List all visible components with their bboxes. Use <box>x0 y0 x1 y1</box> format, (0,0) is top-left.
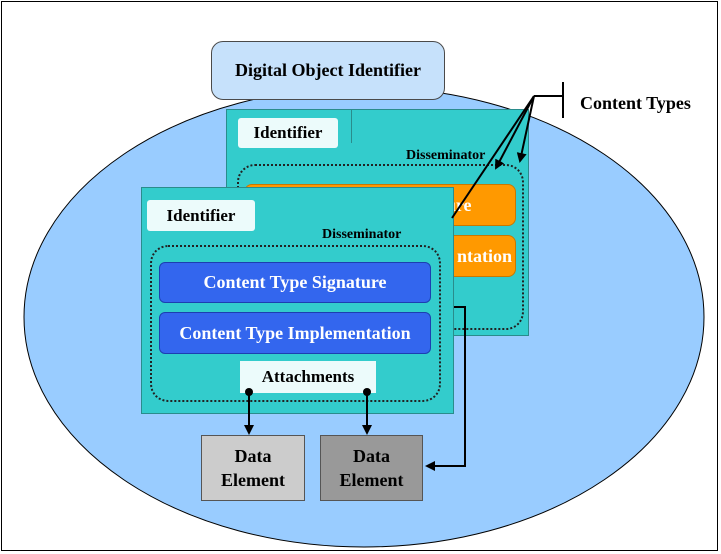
back-identifier-tab: Identifier <box>238 118 338 148</box>
data-element-1-line2: Element <box>221 470 285 490</box>
data-element-2-line2: Element <box>339 470 404 490</box>
data-element-1: Data Element <box>201 435 305 501</box>
content-types-arrow-2 <box>495 95 535 170</box>
data-element-2-line1: Data <box>353 446 390 466</box>
back-disseminator-label: Disseminator <box>406 148 486 163</box>
back-attachment-connector <box>425 306 466 471</box>
front-content-type-signature: Content Type Signature <box>159 262 431 303</box>
digital-object-identifier-box: Digital Object Identifier <box>211 41 445 100</box>
attachments-box: Attachments <box>240 361 376 393</box>
front-content-type-implementation: Content Type Implementation <box>159 312 431 354</box>
back-content-type-implementation: ntation <box>434 235 516 277</box>
front-disseminator-label: Disseminator <box>322 227 402 242</box>
content-types-label: Content Types <box>580 93 691 113</box>
front-identifier-tab: Identifier <box>147 200 255 231</box>
content-types-arrow-1 <box>451 95 535 219</box>
data-element-2: Data Element <box>320 435 423 501</box>
content-types-arrow-3 <box>516 95 535 163</box>
front-disseminator-border <box>150 245 441 402</box>
data-element-1-line1: Data <box>234 446 272 466</box>
